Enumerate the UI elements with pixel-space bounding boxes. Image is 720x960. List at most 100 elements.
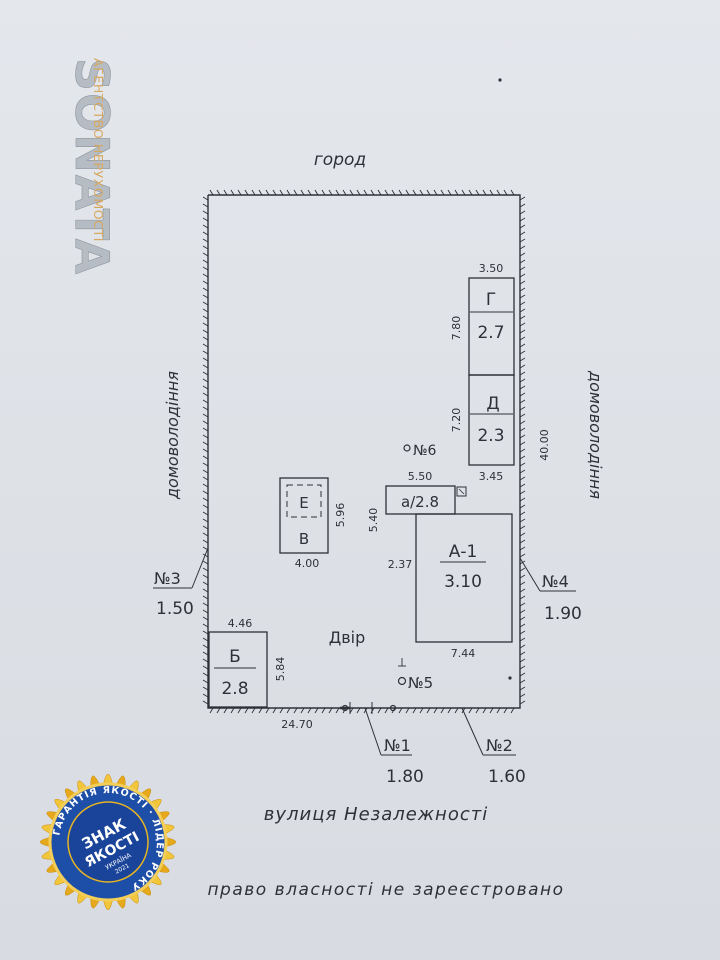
marker-1: №1 1.80 — [364, 707, 424, 787]
building-annex-a: а/2.8 5.50 5.40 2.37 — [367, 470, 467, 571]
boundary-tick — [519, 350, 526, 355]
building-g: Г 2.7 3.50 7.80 — [450, 262, 515, 376]
boundary-tick — [519, 609, 526, 614]
boundary-tick — [335, 707, 340, 714]
boundary-tick — [468, 707, 473, 714]
boundary-tick — [412, 707, 417, 714]
boundary-tick — [202, 469, 209, 474]
boundary-tick — [202, 217, 209, 222]
stray-dot — [498, 78, 502, 82]
marker-6-label: №6 — [413, 443, 437, 459]
boundary-tick — [202, 238, 209, 243]
marker-2-label: №2 — [486, 736, 513, 755]
building-e-length: 5.96 — [334, 503, 347, 528]
boundary-tick — [230, 189, 235, 196]
building-g-length: 7.80 — [450, 316, 463, 341]
boundary-tick — [519, 427, 526, 432]
boundary-tick — [447, 189, 452, 196]
building-b: Б 2.8 4.46 5.84 — [208, 617, 287, 708]
boundary-tick — [265, 707, 270, 714]
boundary-tick — [519, 434, 526, 439]
boundary-tick — [519, 637, 526, 642]
building-b-length: 5.84 — [274, 657, 287, 682]
building-d: Д 2.3 3.45 7.20 — [450, 374, 515, 483]
boundary-tick — [202, 609, 209, 614]
boundary-tick — [519, 651, 526, 656]
boundary-tick — [377, 189, 382, 196]
boundary-tick — [363, 189, 368, 196]
boundary-tick — [202, 399, 209, 404]
building-b-width: 4.46 — [228, 617, 253, 630]
boundary-tick — [258, 707, 263, 714]
boundary-tick — [202, 448, 209, 453]
boundary-tick — [519, 399, 526, 404]
boundary-tick — [202, 420, 209, 425]
boundary-tick — [398, 707, 403, 714]
marker-3-value: 1.50 — [156, 599, 194, 619]
building-b-height: 2.8 — [221, 679, 248, 699]
boundary-tick — [202, 672, 209, 677]
boundary-tick — [202, 693, 209, 698]
boundary-tick — [503, 707, 508, 714]
boundary-tick — [272, 707, 277, 714]
boundary-tick — [475, 707, 480, 714]
boundary-tick — [519, 343, 526, 348]
boundary-tick — [335, 189, 340, 196]
boundary-tick — [519, 623, 526, 628]
boundary-tick — [519, 595, 526, 600]
annex-a-extra: 2.37 — [388, 558, 413, 571]
building-a-height: 3.10 — [444, 572, 482, 592]
boundary-tick — [202, 203, 209, 208]
boundary-tick — [202, 686, 209, 691]
boundary-tick — [202, 595, 209, 600]
marker-2: №2 1.60 — [461, 707, 526, 787]
boundary-tick — [202, 231, 209, 236]
boundary-tick — [519, 266, 526, 271]
marker-3: №3 1.50 — [153, 547, 209, 619]
boundary-tick — [519, 511, 526, 516]
boundary-tick — [510, 189, 515, 196]
boundary-tick — [412, 189, 417, 196]
boundary-tick — [519, 196, 526, 201]
boundary-tick — [202, 539, 209, 544]
boundary-tick — [202, 371, 209, 376]
boundary-tick — [426, 707, 431, 714]
marker-6: №6 — [403, 443, 437, 459]
boundary-tick — [519, 490, 526, 495]
marker-2-value: 1.60 — [488, 767, 526, 787]
boundary-tick — [519, 273, 526, 278]
boundary-tick — [519, 210, 526, 215]
boundary-tick — [519, 238, 526, 243]
boundary-tick — [216, 707, 221, 714]
boundary-tick — [426, 189, 431, 196]
boundary-tick — [202, 392, 209, 397]
boundary-tick — [482, 189, 487, 196]
boundary-tick — [519, 287, 526, 292]
building-g-height: 2.7 — [477, 323, 504, 343]
boundary-tick — [230, 707, 235, 714]
boundary-tick — [475, 189, 480, 196]
boundary-tick — [321, 707, 326, 714]
boundary-tick — [321, 189, 326, 196]
building-e-letter: Е — [299, 494, 308, 512]
boundary-tick — [202, 602, 209, 607]
boundary-tick — [468, 189, 473, 196]
boundary-tick — [202, 497, 209, 502]
boundary-tick — [519, 539, 526, 544]
boundary-tick — [209, 707, 214, 714]
agency-logo: SONATA АГЕНТСТВО НЕРУХОМОСТІ — [34, 52, 120, 312]
boundary-tick — [519, 329, 526, 334]
boundary-tick — [482, 707, 487, 714]
boundary-tick — [286, 189, 291, 196]
boundary-tick — [519, 217, 526, 222]
boundary-tick — [202, 637, 209, 642]
boundary-tick — [519, 567, 526, 572]
boundary-tick — [202, 385, 209, 390]
boundary-tick — [384, 707, 389, 714]
building-d-length: 7.20 — [450, 408, 463, 433]
right-neighbor-label: домоволодіння — [586, 370, 605, 499]
boundary-tick — [258, 189, 263, 196]
boundary-tick — [519, 441, 526, 446]
boundary-tick — [489, 189, 494, 196]
